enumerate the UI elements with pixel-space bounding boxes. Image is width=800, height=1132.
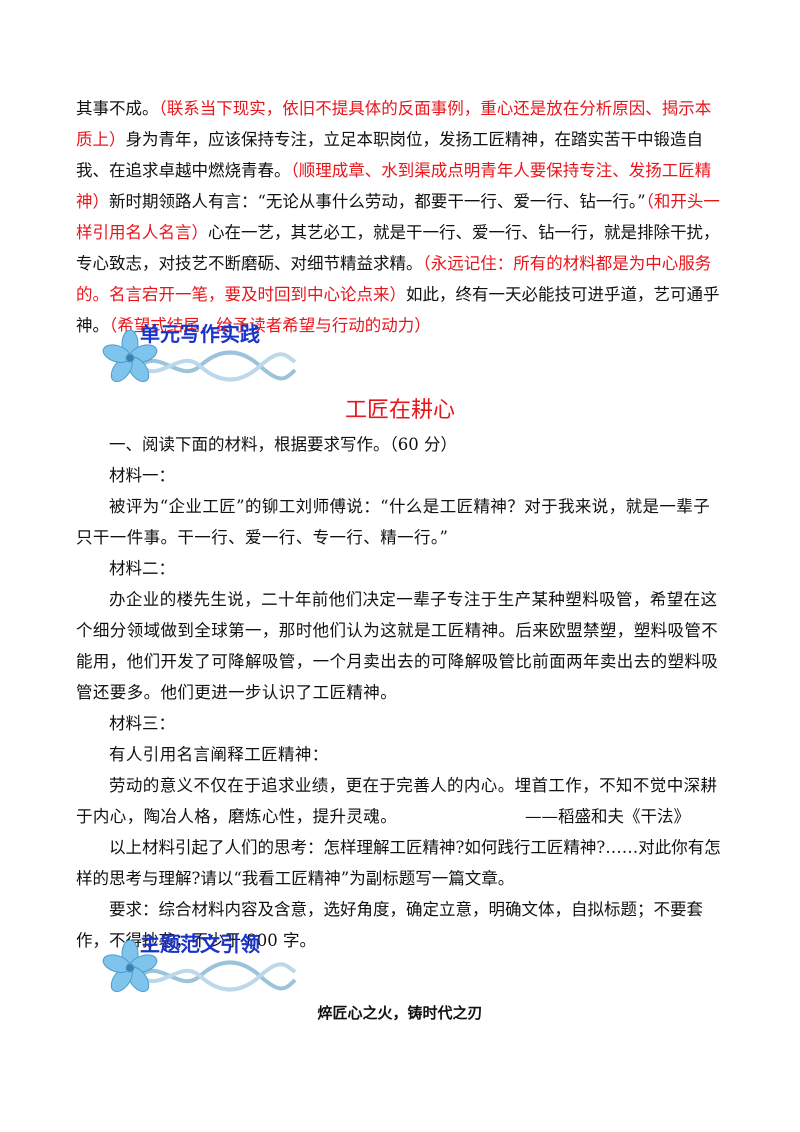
annotation-note: （顺理成章、水到渠成点明青年人要保持专注、发扬工匠精神） — [76, 161, 712, 211]
intro-paragraph-2: 新时期领路人有言：“无论从事什么劳动，都要干一行、爱一行、钻一行。”（和开头一样… — [76, 186, 726, 341]
annotation-note: （联系当下现实，依旧不提具体的反面事例，重心还是放在分析原因、揭示本质上） — [76, 99, 712, 149]
material-3-quote: 劳动的意义不仅在于追求业绩，更在于完善人的内心。埋首工作，不知不觉中深耕于内心，… — [76, 776, 718, 826]
material-3-intro: 有人引用名言阐释工匠精神： — [109, 745, 329, 764]
dna-ribbon-icon — [138, 960, 297, 992]
body-text: 心在一艺，其艺必工，就是干一行、爱一行、钻一行，就是排除干扰，专心致志，对技艺不… — [76, 223, 720, 273]
annotation-note: （和开头一样引用名人名言） — [76, 192, 720, 242]
annotation-note: （永远记住：所有的材料都是为中心服务的。名言宕开一笔，要及时回到中心论点来） — [76, 254, 712, 304]
writing-prompt: 以上材料引起了人们的思考：怎样理解工匠精神?如何践行工匠精神?……对此你有怎样的… — [76, 838, 721, 888]
material-3-label: 材料三： — [109, 714, 175, 733]
banner-label: 主题范文引领 — [140, 932, 260, 956]
banner-label: 单元写作实践 — [140, 322, 260, 346]
body-text: 其事不成。 — [76, 99, 159, 118]
annotation-note: （希望式结尾，给予读者希望与行动的动力） — [109, 316, 431, 335]
body-text: 身为青年，应该保持专注，立足本职岗位，发扬工匠精神，在踏实苦干中锻造自我、在追求… — [76, 130, 703, 180]
body-text: 新时期领路人有言：“无论从事什么劳动，都要干一行、爱一行、钻一行。” — [109, 192, 646, 211]
material-1-text: 被评为“企业工匠”的铆工刘师傅说：“什么是工匠精神？对于我来说，就是一辈子只干一… — [76, 497, 711, 547]
section-banner-writing-practice: 单元写作实践 — [100, 318, 300, 384]
material-1-label: 材料一： — [109, 466, 175, 485]
essay-prompt-title: 工匠在耕心 — [344, 398, 455, 423]
body-text: 如此，终有一天必能技可进乎道，艺可通乎神。 — [76, 285, 720, 335]
material-2-text: 办企业的楼先生说，二十年前他们决定一辈子专注于生产某种塑料吸管，希望在这个细分领… — [76, 590, 719, 702]
model-essay-title: 焠匠心之火，铸时代之刃 — [317, 1004, 483, 1022]
intro-paragraph-1: 其事不成。（联系当下现实，依旧不提具体的反面事例，重心还是放在分析原因、揭示本质… — [76, 93, 726, 217]
question-line: 一、阅读下面的材料，根据要求写作。（60 分） — [109, 435, 457, 454]
quote-attribution: ——稻盛和夫《干法》 — [525, 807, 690, 826]
section-banner-model-essay: 主题范文引领 — [100, 928, 300, 994]
dna-ribbon-icon — [138, 350, 297, 382]
flower-icon — [102, 940, 158, 993]
material-2-label: 材料二： — [109, 559, 175, 578]
flower-icon — [102, 330, 158, 383]
